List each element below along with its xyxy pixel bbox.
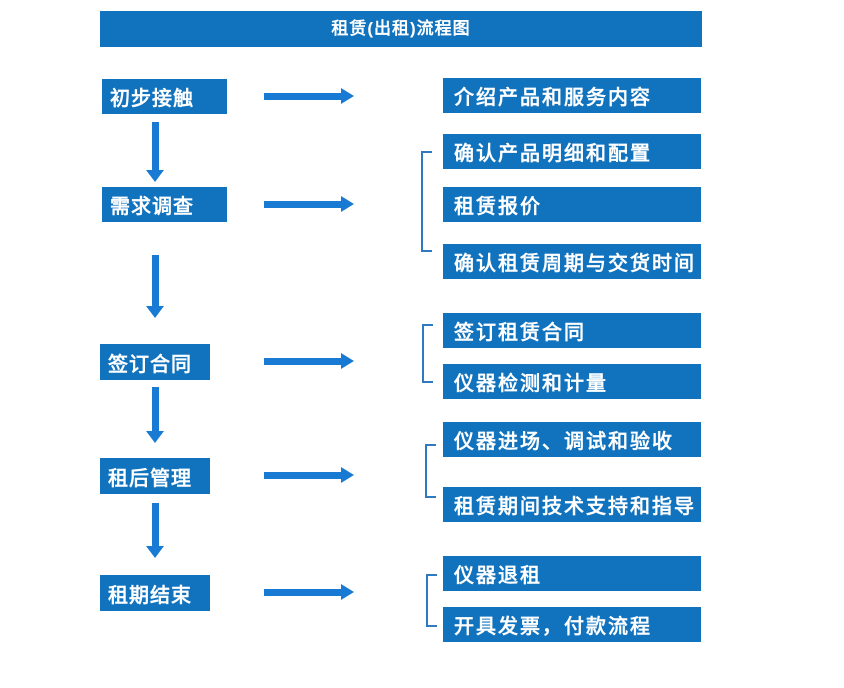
detail-box: 仪器检测和计量 <box>443 364 701 399</box>
step-box-demand-survey: 需求调查 <box>102 187 227 222</box>
bracket-connector <box>426 574 437 627</box>
detail-box: 开具发票，付款流程 <box>443 607 701 642</box>
arrow-down-icon <box>146 387 164 443</box>
arrow-shaft <box>151 387 159 431</box>
arrow-shaft <box>264 200 341 208</box>
arrow-head <box>146 546 164 558</box>
detail-box: 介绍产品和服务内容 <box>443 78 701 113</box>
arrow-shaft <box>151 503 159 546</box>
detail-box: 确认产品明细和配置 <box>443 134 701 169</box>
bracket-connector <box>422 324 433 383</box>
detail-box: 仪器退租 <box>443 556 701 591</box>
arrow-right-icon <box>264 196 354 212</box>
arrow-shaft <box>264 357 341 365</box>
arrow-down-icon <box>146 503 164 558</box>
detail-box: 租赁报价 <box>443 187 701 222</box>
arrow-right-icon <box>264 584 354 600</box>
arrow-shaft <box>264 588 341 596</box>
bracket-connector <box>425 444 436 498</box>
arrow-head <box>146 431 164 443</box>
arrow-head <box>341 467 354 483</box>
step-box-initial-contact: 初步接触 <box>102 79 227 114</box>
bracket-connector <box>421 151 432 252</box>
arrow-down-icon <box>146 122 164 182</box>
arrow-right-icon <box>264 353 354 369</box>
arrow-head <box>146 306 164 318</box>
arrow-down-icon <box>146 255 164 318</box>
arrow-head <box>341 353 354 369</box>
arrow-head <box>146 170 164 182</box>
flowchart-title: 租赁(出租)流程图 <box>100 11 702 47</box>
detail-box: 仪器进场、调试和验收 <box>443 422 701 457</box>
arrow-right-icon <box>264 88 354 104</box>
detail-box: 租赁期间技术支持和指导 <box>443 487 701 522</box>
detail-box: 确认租赁周期与交货时间 <box>443 244 701 279</box>
arrow-head <box>341 584 354 600</box>
arrow-shaft <box>151 255 159 306</box>
arrow-shaft <box>264 471 341 479</box>
step-box-post-rental-management: 租后管理 <box>100 458 210 494</box>
arrow-head <box>341 88 354 104</box>
step-box-rental-end: 租期结束 <box>100 575 210 611</box>
arrow-shaft <box>151 122 159 170</box>
arrow-right-icon <box>264 467 354 483</box>
step-box-sign-contract: 签订合同 <box>100 344 210 380</box>
arrow-shaft <box>264 92 341 100</box>
detail-box: 签订租赁合同 <box>443 313 701 348</box>
arrow-head <box>341 196 354 212</box>
